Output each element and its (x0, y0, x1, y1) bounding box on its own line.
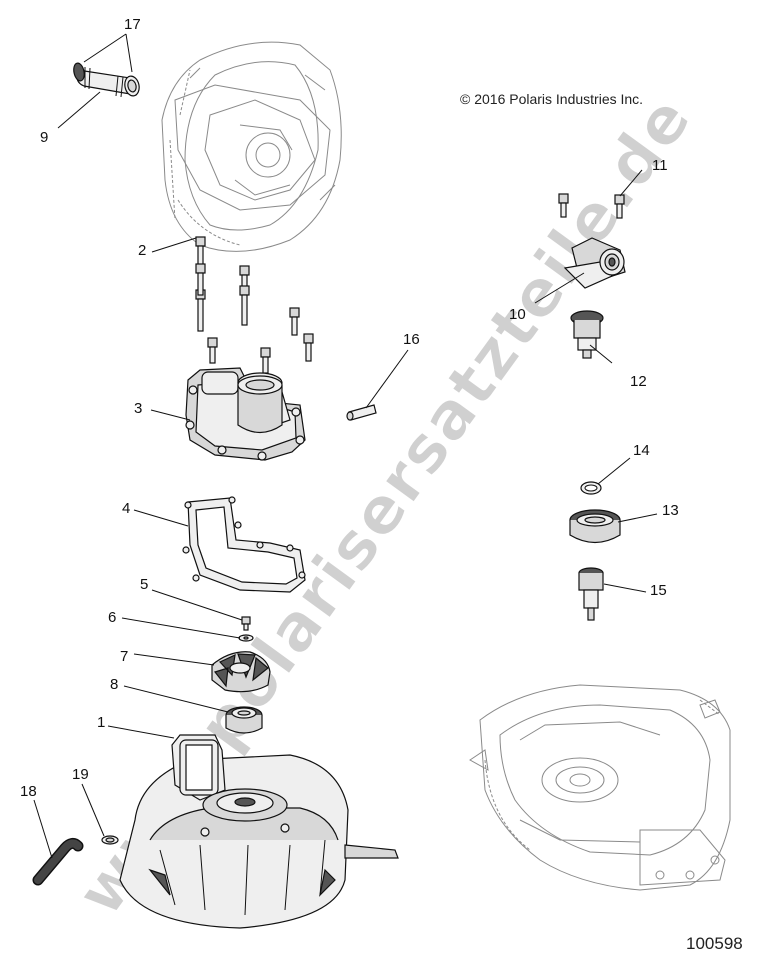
bolt (303, 333, 314, 362)
callout-17: 17 (124, 16, 141, 33)
callout-12: 12 (630, 373, 647, 390)
bolt (614, 194, 625, 219)
bearing (569, 509, 621, 544)
bolt (239, 285, 250, 326)
crankcase-ghost (469, 684, 731, 891)
pump-shaft (578, 567, 604, 621)
callout-3: 3 (134, 400, 142, 417)
impeller-bolt (241, 616, 251, 631)
thermostat-bolts (558, 193, 625, 219)
impeller (211, 651, 271, 693)
pump-cover-gasket (182, 496, 306, 593)
bolt (289, 307, 300, 336)
callout-5: 5 (140, 576, 148, 593)
bolt (195, 263, 206, 296)
callout-9: 9 (40, 129, 48, 146)
callout-10: 10 (509, 306, 526, 323)
bolt (207, 337, 218, 364)
callout-labels: 17 9 2 3 4 5 6 7 8 1 18 19 16 11 10 12 1… (20, 16, 679, 800)
callout-18: 18 (20, 783, 37, 800)
thermostat-housing (563, 237, 626, 289)
callout-6: 6 (108, 609, 116, 626)
callout-16: 16 (403, 331, 420, 348)
impeller-washer (238, 634, 254, 642)
pump-housing (119, 734, 399, 929)
o-ring (580, 481, 602, 495)
clutch-housing-ghost (161, 41, 342, 252)
water-pump-seal (225, 706, 263, 734)
callout-15: 15 (650, 582, 667, 599)
bolt (260, 347, 271, 374)
callout-7: 7 (120, 648, 128, 665)
callout-11: 11 (652, 157, 668, 174)
copyright-text: © 2016 Polaris Industries Inc. (460, 91, 643, 107)
callout-19: 19 (72, 766, 89, 783)
thermostat (570, 310, 604, 359)
dowel-pin (346, 404, 377, 421)
bolt (195, 289, 206, 332)
callout-13: 13 (662, 502, 679, 519)
figure-id: 100598 (686, 934, 743, 953)
leader-lines (33, 33, 658, 859)
callout-14: 14 (633, 442, 650, 459)
callout-8: 8 (110, 676, 118, 693)
bolt (195, 236, 206, 267)
tube-with-orings (73, 62, 140, 98)
callout-2: 2 (138, 242, 146, 259)
bolt (558, 193, 569, 218)
coolant-hose (32, 837, 84, 886)
callout-4: 4 (122, 500, 130, 517)
hose-clamp (101, 835, 119, 845)
bolts-set (195, 236, 314, 374)
callout-1: 1 (97, 714, 105, 731)
water-pump-cover (185, 367, 306, 461)
